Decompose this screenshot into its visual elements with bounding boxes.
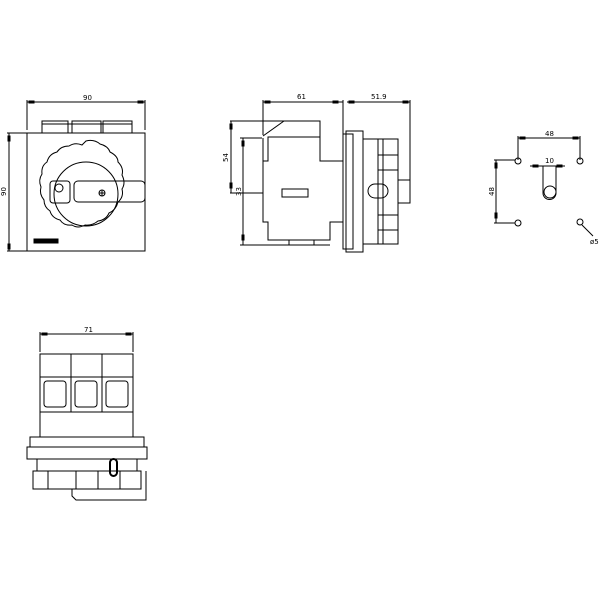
side-lower-dim: 33 [235,187,243,196]
drill-hole-dim: ø5 [590,238,599,246]
brand-label [33,238,59,244]
side-view: 61 51.9 54 33 [222,93,411,253]
drill-pattern: 48 48 10 ø5 [488,130,599,246]
side-depth-dim: 61 [297,93,306,101]
drill-vertical-dim: 48 [488,187,496,196]
drill-horizontal-dim: 48 [545,130,554,138]
top-width-dim: 71 [84,326,93,334]
drill-slot-dim: 10 [545,157,554,165]
side-upper-dim: 54 [222,153,230,162]
front-view: 90 90 [0,94,146,252]
side-front-depth-dim: 51.9 [371,93,387,101]
top-view: 71 [26,326,148,501]
front-width-dim: 90 [83,94,92,102]
front-height-dim: 90 [0,187,8,196]
